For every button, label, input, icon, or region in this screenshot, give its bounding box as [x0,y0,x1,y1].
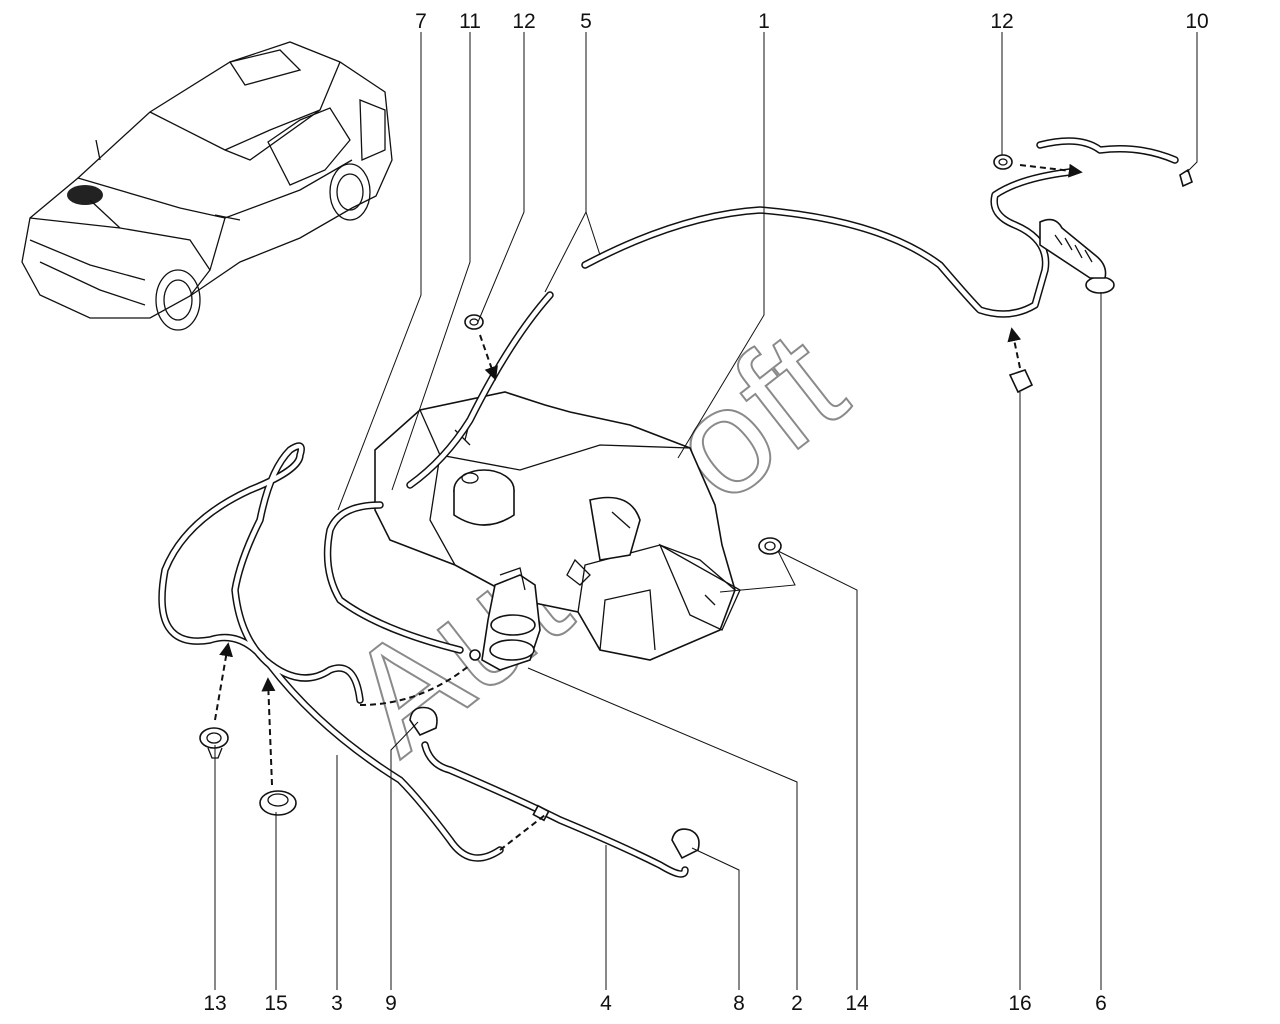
dashed-arrow-13 [214,642,233,721]
rear-washer-nozzle-6 [1039,218,1115,294]
washer-tank-location-highlight [67,185,103,205]
grommet-14 [758,537,782,555]
front-washer-hose [158,442,504,862]
hose-4 [421,741,689,878]
dashed-connection [359,664,471,706]
dashed-arrow-16 [1007,327,1022,369]
callouts-top: 7 11 12 5 1 12 10 [415,10,1209,33]
callout-1: 1 [758,10,770,33]
washer-pump [469,567,541,671]
hose-7 [323,501,464,654]
leader-lines [214,32,1198,990]
callout-9: 9 [385,992,397,1015]
grommet-12-right [993,154,1013,170]
callout-7: 7 [415,10,427,33]
callout-15: 15 [264,992,287,1015]
callout-3: 3 [331,992,343,1015]
dashed-arrow-12-right [1019,163,1083,178]
clip-10 [1179,168,1193,188]
callout-12-right: 12 [990,10,1013,33]
dashed-arrow-15 [261,677,276,786]
callout-8: 8 [733,992,745,1015]
rear-washer-hose [406,137,1179,489]
callout-13: 13 [203,992,226,1015]
front-washer-nozzle-9 [409,706,438,737]
front-washer-nozzle-8 [671,828,700,860]
callout-16: 16 [1008,992,1031,1015]
callout-10: 10 [1185,10,1208,33]
callout-6: 6 [1095,992,1107,1015]
callout-4: 4 [600,992,612,1015]
grommet-15 [259,790,297,816]
callout-5: 5 [580,10,592,33]
callouts-bottom: 13 15 3 9 4 8 2 14 16 6 [203,992,1107,1015]
callout-11: 11 [459,10,481,33]
clip-13 [199,727,229,759]
car-location-thumbnail [21,41,393,331]
callout-2: 2 [791,992,803,1015]
callout-12-left: 12 [512,10,535,33]
clip-16 [1008,369,1034,394]
washer-fluid-reservoir [374,391,741,661]
dashed-connection-4 [499,814,546,851]
dashed-arrow-12-left [479,334,498,381]
callout-14: 14 [845,992,869,1015]
